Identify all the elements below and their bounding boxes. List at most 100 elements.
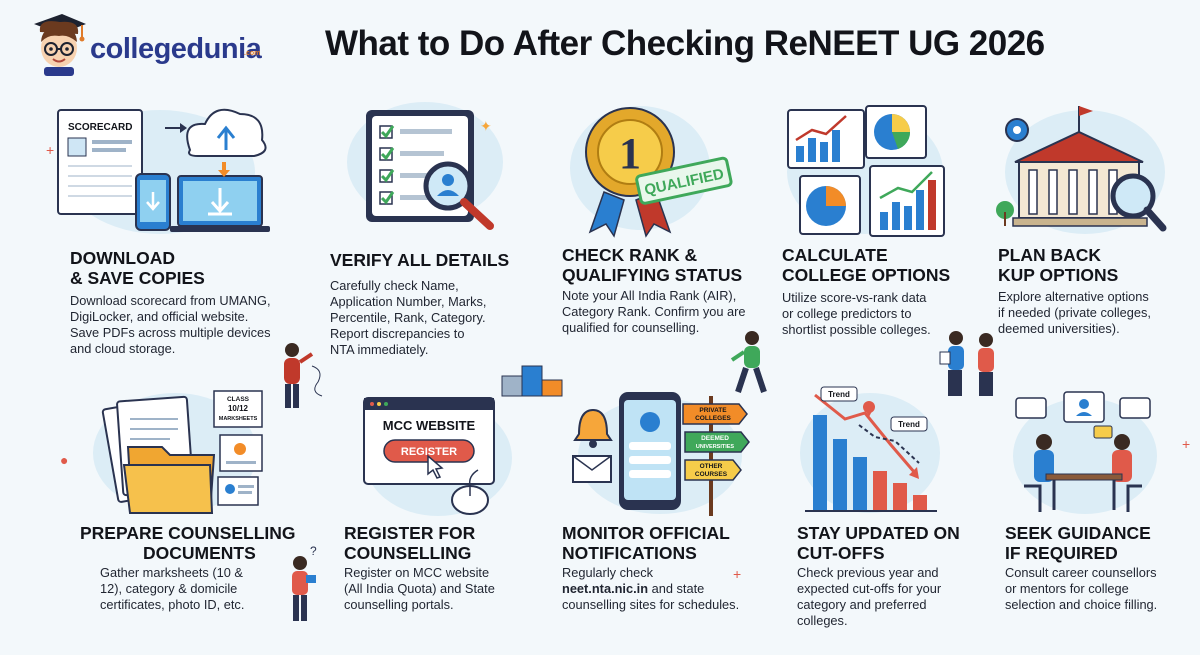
card-desc-rank: Note your All India Rank (AIR), Category… [562, 288, 746, 336]
desc-line: shortlist possible colleges. [782, 322, 931, 337]
trend-label: Trend [828, 390, 850, 399]
title-line: IF REQUIRED [1005, 543, 1118, 563]
mascot-icon [34, 14, 86, 76]
desc-line: Register on MCC website [344, 565, 490, 580]
sign-label: COLLEGES [695, 415, 731, 422]
desc-line: deemed universities). [998, 321, 1120, 336]
title-line: COUNSELLING [344, 543, 472, 563]
running-person-icon [730, 331, 767, 393]
desc-line: Save PDFs across multiple devices [70, 325, 271, 340]
card-title-guidance: SEEK GUIDANCE IF REQUIRED [1005, 523, 1151, 563]
desc-line: Note your All India Rank (AIR), [562, 288, 737, 303]
desc-line: Report discrepancies to [330, 326, 465, 341]
desc-line: NTA immediately. [330, 342, 429, 357]
page-title: What to Do After Checking ReNEET UG 2026 [325, 24, 1045, 63]
title-line: CALCULATE [782, 245, 888, 265]
card-title-download: DOWNLOAD & SAVE COPIES [70, 248, 205, 288]
card-title-documents: PREPARE COUNSELLING DOCUMENTS [80, 523, 296, 563]
person-with-tablet-icon: ? [292, 545, 317, 621]
sign-label: PRIVATE [699, 407, 727, 414]
card-desc-backup: Explore alternative options if needed (p… [998, 289, 1151, 337]
desc-line: Utilize score-vs-rank data [782, 290, 927, 305]
podium-icon [501, 365, 563, 397]
brand-suffix: .com [244, 50, 261, 57]
sparkle-icon: + [1182, 436, 1191, 452]
svg-text:?: ? [310, 545, 317, 558]
card-desc-download: Download scorecard from UMANG, DigiLocke… [70, 293, 271, 357]
card-desc-guidance: Consult career counsellors or mentors fo… [1005, 565, 1157, 613]
desc-line: colleges. [797, 613, 848, 628]
sign-label: DEEMED [701, 435, 729, 442]
documents-folder-icon: CLASS 10/12 MARKSHEETS [93, 390, 263, 514]
card-title-register: REGISTER FOR COUNSELLING [344, 523, 475, 563]
charts-icon [787, 105, 945, 237]
desc-line: and cloud storage. [70, 341, 176, 356]
desc-line: neet.nta.nic.in and state [562, 581, 739, 597]
website-link[interactable]: neet.nta.nic.in [562, 581, 649, 596]
marksheet-label: MARKSHEETS [219, 416, 258, 422]
card-title-verify: VERIFY ALL DETAILS [330, 250, 509, 270]
two-people-icon [939, 331, 994, 396]
title-line: STAY UPDATED ON [797, 523, 960, 543]
desc-line: (All India Quota) and State [344, 581, 495, 596]
title-line: MONITOR OFFICIAL [562, 523, 730, 543]
sparkle-icon: ● [60, 452, 69, 468]
desc-line: Category Rank. Confirm you are [562, 304, 746, 319]
desc-line: or mentors for college [1005, 581, 1129, 596]
title-line: DOCUMENTS [143, 543, 256, 563]
desc-line: Consult career counsellors [1005, 565, 1157, 580]
sign-label: OTHER [700, 463, 723, 470]
mcc-website-icon: MCC WEBSITE REGISTER [363, 397, 512, 516]
marksheet-label: 10/12 [228, 404, 249, 413]
download-save-icon: SCORECARD [57, 108, 270, 234]
title-line: REGISTER FOR [344, 523, 476, 543]
desc-line: if needed (private colleges, [998, 305, 1151, 320]
sparkle-icon: ✦ [480, 118, 492, 134]
desc-line: selection and choice filling. [1005, 597, 1158, 612]
title-line: PLAN BACK [998, 245, 1102, 265]
sparkle-icon: + [733, 566, 742, 582]
card-title-cutoffs: STAY UPDATED ON CUT-OFFS [797, 523, 960, 563]
desc-line: Application Number, Marks, [330, 294, 487, 309]
desc-line: Percentile, Rank, Category. [330, 310, 486, 325]
register-button-label: REGISTER [401, 446, 457, 458]
brand-logo [24, 12, 284, 76]
university-building-icon [996, 106, 1167, 234]
card-desc-college-options: Utilize score-vs-rank data or college pr… [782, 290, 931, 338]
desc-line: counselling sites for schedules. [562, 597, 740, 612]
title-line: KUP OPTIONS [998, 265, 1119, 285]
title-line: PREPARE COUNSELLING [80, 523, 296, 543]
desc-line: DigiLocker, and official website. [70, 309, 249, 324]
brand-name[interactable]: collegedunia [90, 33, 262, 65]
phone-bell-icon: PRIVATE COLLEGES DEEMED UNIVERSITIES OTH… [572, 392, 750, 516]
card-title-backup: PLAN BACK KUP OPTIONS [998, 245, 1118, 285]
trend-chart-icon: Trend Trend [800, 386, 940, 513]
sign-label: COURSES [695, 471, 728, 478]
person-icon [284, 343, 323, 408]
title-line: SEEK GUIDANCE [1005, 523, 1151, 543]
checklist-magnifier-icon [347, 102, 503, 230]
title-line: VERIFY ALL DETAILS [330, 250, 510, 270]
title-line: CUT-OFFS [797, 543, 885, 563]
desc-rest: and state [651, 581, 705, 596]
title-line: NOTIFICATIONS [562, 543, 697, 563]
card-desc-verify: Carefully check Name, Application Number… [330, 278, 486, 358]
title-line: CHECK RANK & [562, 245, 698, 265]
title-line: DOWNLOAD [70, 248, 175, 268]
card-title-college-options: CALCULATE COLLEGE OPTIONS [782, 245, 950, 285]
desc-line: counselling portals. [344, 597, 454, 612]
mcc-website-label: MCC WEBSITE [383, 418, 476, 433]
desc-line: Check previous year and [797, 565, 939, 580]
sparkle-icon: + [46, 142, 55, 158]
card-desc-cutoffs: Check previous year and expected cut-off… [797, 565, 941, 629]
medal-number: 1 [619, 129, 641, 178]
medal-qualified-icon: 1 QUALIFIED [570, 106, 733, 238]
sign-label: UNIVERSITIES [696, 444, 735, 450]
desc-line: Regularly check [562, 565, 739, 581]
trend-label: Trend [898, 420, 920, 429]
title-line: QUALIFYING STATUS [562, 265, 743, 285]
desc-line: 12), category & domicile [100, 581, 238, 596]
desc-line: certificates, photo ID, etc. [100, 597, 245, 612]
card-title-rank: CHECK RANK & QUALIFYING STATUS [562, 245, 742, 285]
desc-line: Gather marksheets (10 & [100, 565, 243, 580]
